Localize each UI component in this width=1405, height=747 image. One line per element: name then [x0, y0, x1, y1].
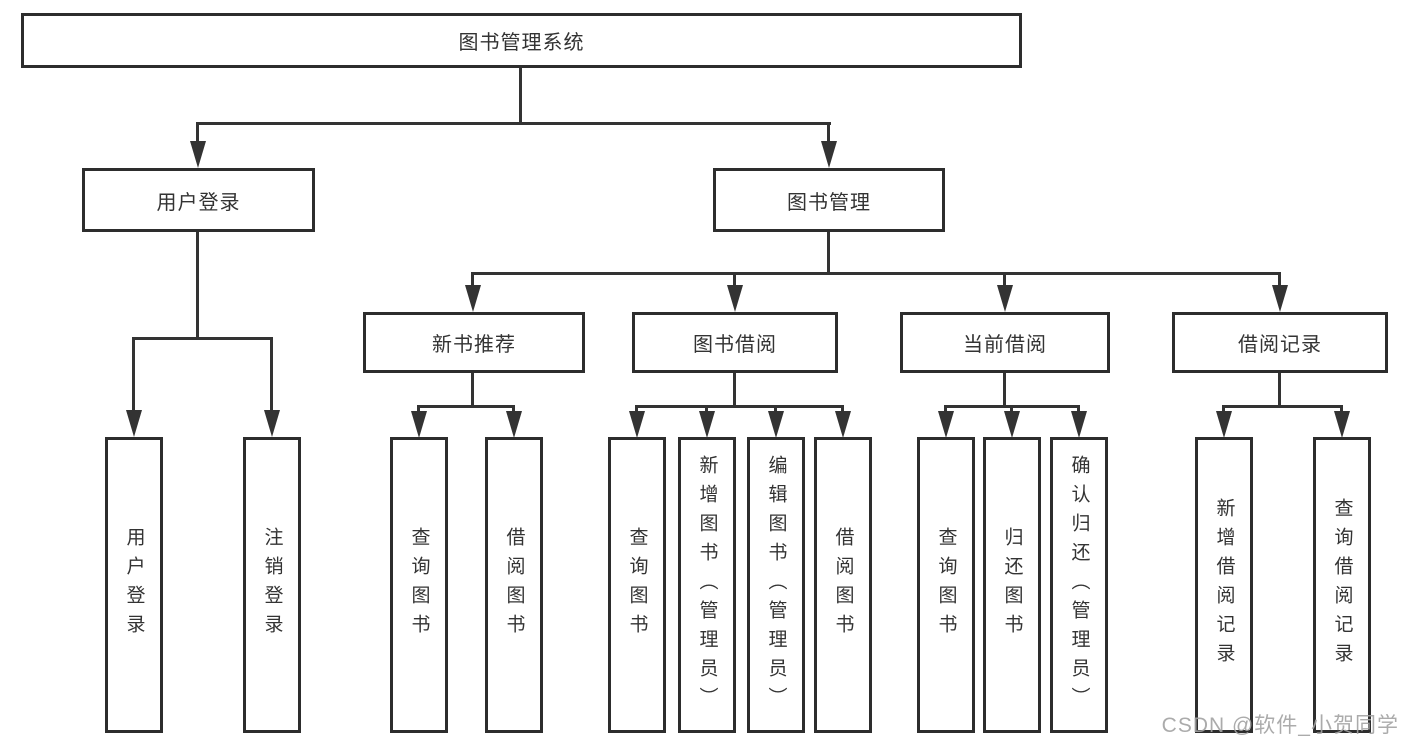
leaf-user-login: 用户登录 [105, 437, 163, 733]
connector-leaf-stub [635, 405, 638, 414]
connector-record-stub [1278, 272, 1281, 288]
connector-currentborrow-down [1003, 373, 1006, 405]
connector-leaf-stub [1077, 405, 1080, 414]
arrowhead-to-leaf-query-books-1 [411, 411, 427, 438]
leaf-borrow-books-1: 借阅图书 [485, 437, 543, 733]
connector-record-hline [1224, 405, 1343, 408]
leaf-borrow-books-2: 借阅图书 [814, 437, 872, 733]
connector-leaf-stub [774, 405, 777, 414]
connector-leaf-stub [705, 405, 708, 414]
node-borrowing-records: 借阅记录 [1172, 312, 1388, 373]
arrowhead-to-leaf-borrow-books-2 [835, 411, 851, 438]
arrowhead-to-leaf-query-record [1334, 411, 1350, 438]
connector-root-hline [197, 122, 831, 125]
leaf-add-book-admin: 新增图书（管理员） [678, 437, 736, 733]
connector-userlogin-stub [196, 122, 199, 146]
node-library-management-system: 图书管理系统 [21, 13, 1022, 68]
arrowhead-to-user-login [190, 141, 206, 168]
connector-bookborrow-hline [637, 405, 843, 408]
connector-newbook-stub [471, 272, 474, 288]
arrowhead-to-leaf-edit-book [768, 411, 784, 438]
arrowhead-to-book-management [821, 141, 837, 168]
arrowhead-to-leaf-add-record [1216, 411, 1232, 438]
connector-leaf-stub [1340, 405, 1343, 414]
arrowhead-to-leaf-return-book [1004, 411, 1020, 438]
connector-leaf-stub [512, 405, 515, 414]
arrowhead-to-leaf-confirm-return [1071, 411, 1087, 438]
leaf-query-books-2: 查询图书 [608, 437, 666, 733]
connector-newbook-hline [419, 405, 515, 408]
leaf-return-book: 归还图书 [983, 437, 1041, 733]
leaf-edit-book-admin: 编辑图书（管理员） [747, 437, 805, 733]
node-book-management: 图书管理 [713, 168, 945, 232]
connector-bookmgmt-down [827, 232, 830, 272]
connector-leaf-stub [1222, 405, 1225, 414]
connector-leaf-stub [944, 405, 947, 414]
arrowhead-to-new-book-recommend [465, 285, 481, 312]
leaf-logout: 注销登录 [243, 437, 301, 733]
connector-currentborrow-stub [1003, 272, 1006, 288]
arrowhead-to-leaf-add-book [699, 411, 715, 438]
connector-level3-hline [473, 272, 1280, 275]
connector-root-stub [519, 68, 522, 122]
node-user-login: 用户登录 [82, 168, 315, 232]
leaf-query-borrow-record: 查询借阅记录 [1313, 437, 1371, 733]
connector-newbook-down [471, 373, 474, 405]
leaf-confirm-return-admin: 确认归还（管理员） [1050, 437, 1108, 733]
arrowhead-to-leaf-logout [264, 410, 280, 437]
connector-currentborrow-hline [946, 405, 1080, 408]
csdn-watermark: CSDN @软件_小贺同学 [1161, 714, 1399, 737]
connector-bookborrow-stub [733, 272, 736, 288]
node-book-borrowing: 图书借阅 [632, 312, 838, 373]
arrowhead-to-leaf-query-books-3 [938, 411, 954, 438]
connector-leaf-stub [270, 337, 273, 413]
connector-leaf-stub [417, 405, 420, 414]
arrowhead-to-leaf-borrow-books-1 [506, 411, 522, 438]
arrowhead-to-borrowing-records [1272, 285, 1288, 312]
connector-leaf-stub [841, 405, 844, 414]
arrowhead-to-book-borrowing [727, 285, 743, 312]
arrowhead-to-leaf-query-books-2 [629, 411, 645, 438]
arrowhead-to-leaf-user-login [126, 410, 142, 437]
connector-record-down [1278, 373, 1281, 405]
leaf-query-books-3: 查询图书 [917, 437, 975, 733]
leaf-add-borrow-record: 新增借阅记录 [1195, 437, 1253, 733]
node-current-borrowing: 当前借阅 [900, 312, 1110, 373]
node-new-book-recommend: 新书推荐 [363, 312, 585, 373]
connector-userlogin-down [196, 232, 199, 337]
arrowhead-to-current-borrowing [997, 285, 1013, 312]
connector-bookborrow-down [733, 373, 736, 405]
connector-bookmgmt-stub [827, 122, 830, 146]
connector-userlogin-hline [133, 337, 273, 340]
leaf-query-books-1: 查询图书 [390, 437, 448, 733]
connector-leaf-stub [132, 337, 135, 413]
connector-leaf-stub [1010, 405, 1013, 414]
